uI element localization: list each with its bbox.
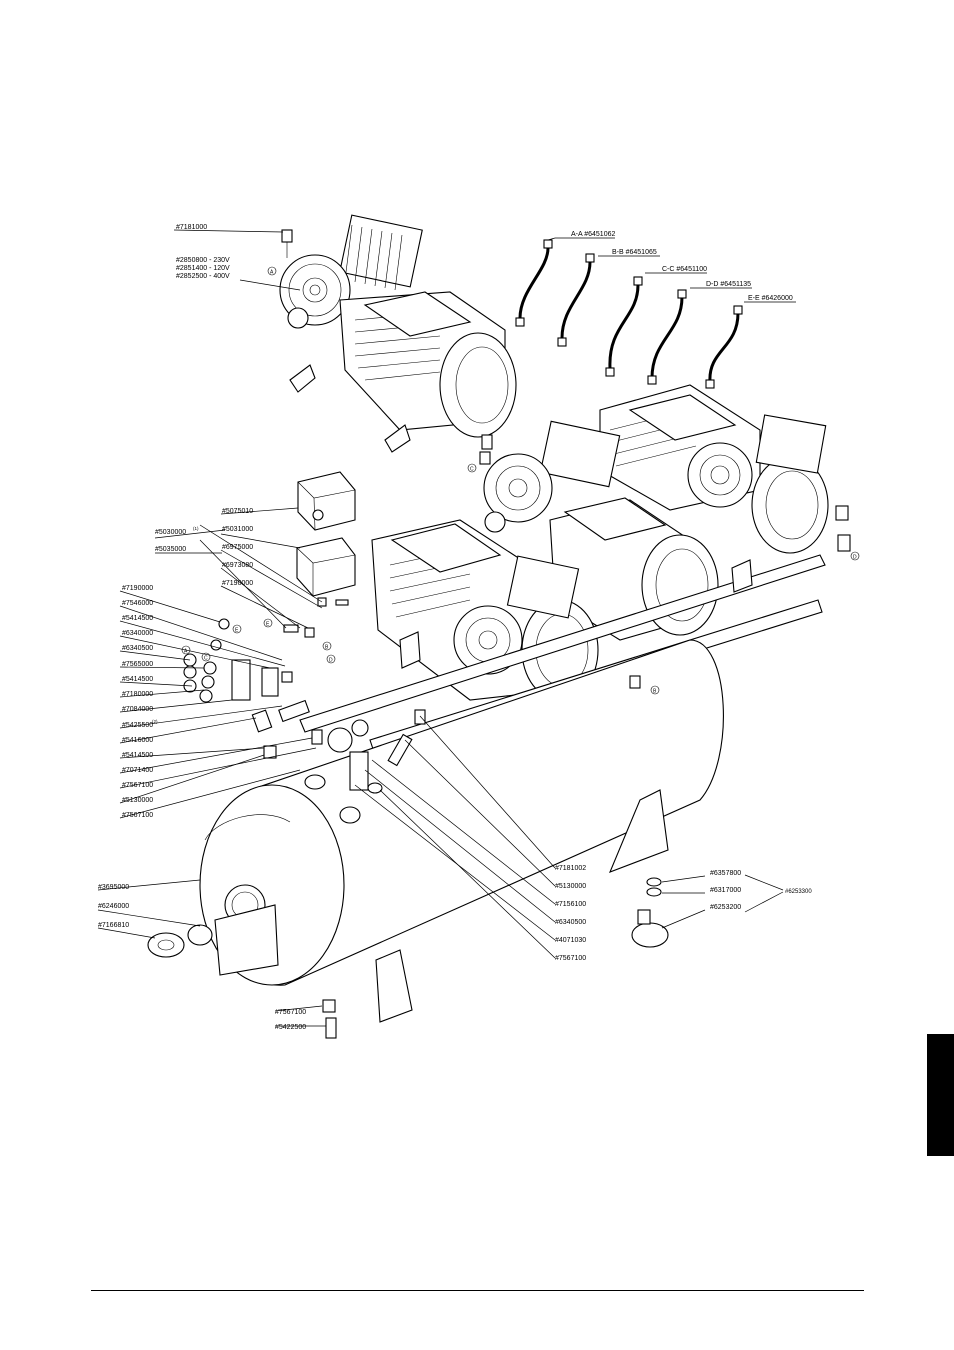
footer-divider — [91, 1290, 864, 1291]
label-5414500-b: #5414500 — [122, 676, 153, 683]
sup-5030000: (1) — [193, 526, 199, 531]
marker-c-top: C — [470, 467, 474, 473]
marker-d-right: D — [853, 555, 857, 561]
marker-a-left: A — [184, 649, 188, 655]
hose-label-ee: E-E #6426000 — [748, 295, 793, 302]
label-7567100-a: #7567100 — [122, 782, 153, 789]
label-7567100-c: #7567100 — [555, 955, 586, 962]
hose-label-cc: C-C #6451100 — [662, 266, 707, 273]
label-6340000: #6340000 — [122, 630, 153, 637]
label-2852500: #2852500 - 400V — [176, 273, 230, 280]
air-receiver-tank — [199, 639, 724, 1023]
marker-c-left: C — [204, 656, 208, 662]
label-4071030: #4071030 — [555, 937, 586, 944]
label-5035000: #5035000 — [155, 546, 186, 553]
leader-lines — [97, 229, 796, 1027]
label-7546000: #7546000 — [122, 600, 153, 607]
label-7567100-b: #7567100 — [122, 812, 153, 819]
label-7565000: #7565000 — [122, 661, 153, 668]
label-6340500-b: #6340500 — [555, 919, 586, 926]
label-6357800: #6357800 — [710, 870, 741, 877]
sup-5425500: (2) — [152, 719, 158, 724]
label-5130000-b: #5130000 — [555, 883, 586, 890]
hose-label-aa: A-A #6451062 — [571, 231, 615, 238]
label-5030000: #5030000 — [155, 529, 186, 536]
label-6253200: #6253200 — [710, 904, 741, 911]
label-7190000-b: #7190000 — [222, 580, 253, 587]
label-5414500-c: #5414500 — [122, 752, 153, 759]
marker-d-left: D — [329, 658, 333, 664]
label-7567100-d: #7567100 — [275, 1009, 306, 1016]
label-7180000: #7180000 — [122, 691, 153, 698]
label-5422500: #5422500 — [275, 1024, 306, 1031]
label-7181000: #7181000 — [176, 224, 207, 231]
label-5416000: #5416000 — [122, 737, 153, 744]
label-7166810: #7166810 — [98, 922, 129, 929]
hose-label-dd: D-D #6451135 — [706, 281, 751, 288]
label-7190000: #7190000 — [122, 585, 153, 592]
label-5130000-a: #5130000 — [122, 797, 153, 804]
label-5075010: #5075010 — [222, 508, 253, 515]
marker-a-top: A — [270, 270, 274, 276]
label-3695000: #3695000 — [98, 884, 129, 891]
marker-b-right: B — [653, 689, 657, 695]
label-2851400: #2851400 - 120V — [176, 265, 230, 272]
label-6253300: #6253300 — [785, 889, 812, 895]
label-6246000: #6246000 — [98, 903, 129, 910]
label-5031000: #5031000 — [222, 526, 253, 533]
label-5414500-a: #5414500 — [122, 615, 153, 622]
label-6340500: #6340500 — [122, 645, 153, 652]
marker-e-mid: E — [266, 622, 270, 628]
label-7156100: #7156100 — [555, 901, 586, 908]
hose-label-bb: B-B #6451065 — [612, 249, 657, 256]
hose-group — [515, 239, 743, 389]
marker-e-left: E — [235, 628, 239, 634]
pressure-switch-group — [283, 471, 356, 638]
label-6317000: #6317000 — [710, 887, 741, 894]
label-5425500: #5425500 — [122, 722, 153, 729]
label-7181002: #7181002 — [555, 865, 586, 872]
marker-b-left: B — [325, 645, 329, 651]
label-6975000: #6975000 — [222, 544, 253, 551]
chapter-tab-marker — [927, 1034, 954, 1156]
label-2850800: #2850800 - 230V — [176, 257, 230, 264]
label-6973080: #6973080 — [222, 562, 253, 569]
top-motor-assembly — [279, 214, 517, 453]
label-7071400: #7071400 — [122, 767, 153, 774]
loose-parts — [147, 434, 851, 1039]
label-7084000: #7084000 — [122, 706, 153, 713]
part-labels: #7181000 #2850800 - 230V #2851400 - 120V… — [98, 224, 812, 1031]
connection-markers: A A B B C C D D E E — [181, 266, 860, 695]
